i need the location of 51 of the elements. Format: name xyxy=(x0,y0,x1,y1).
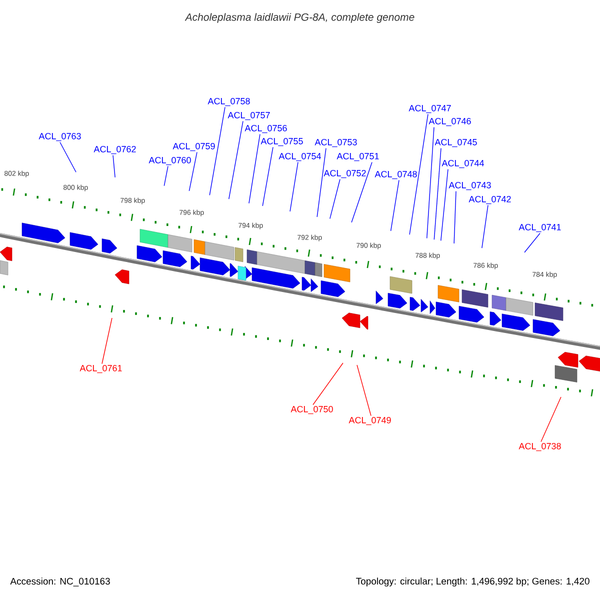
gene-label: ACL_0754 xyxy=(278,152,321,162)
gene-label: ACL_0751 xyxy=(336,152,379,162)
gene-label: ACL_0743 xyxy=(448,182,491,190)
leader-line xyxy=(351,162,372,223)
leader-line xyxy=(312,362,344,406)
leader-line xyxy=(409,114,428,235)
leader-line xyxy=(356,364,372,416)
leader-line xyxy=(434,148,442,240)
gene-label: ACL_0746 xyxy=(428,118,471,126)
gene-label: ACL_0755 xyxy=(260,138,303,146)
leader-line xyxy=(188,152,198,192)
accession-text: Accession: NC_010163 xyxy=(10,578,110,586)
gene-label: ACL_0763 xyxy=(38,132,81,142)
gene-label: ACL_0752 xyxy=(324,170,366,178)
leader-line xyxy=(290,162,298,212)
leader-line xyxy=(454,190,456,244)
leader-line xyxy=(482,204,488,248)
leader-line xyxy=(426,126,434,239)
gene-label: ACL_0758 xyxy=(208,98,250,106)
leader-line xyxy=(390,180,400,232)
gene-label: ACL_0748 xyxy=(374,170,417,180)
leader-line xyxy=(209,106,226,196)
genome-info-text: Topology: circular; Length: 1,496,992 bp; Genes: 1,420 xyxy=(356,578,590,586)
gene-label: ACL_0760 xyxy=(148,156,191,166)
gene-label: ACL_0759 xyxy=(172,142,215,152)
leader-line xyxy=(228,120,244,200)
leader-line xyxy=(262,146,274,206)
leader-line xyxy=(316,148,326,218)
gene-label: ACL_0761 xyxy=(80,364,122,374)
gene-label: ACL_0744 xyxy=(442,160,484,168)
gene-label: ACL_0750 xyxy=(290,406,333,414)
gene-label: ACL_0756 xyxy=(244,124,287,134)
gene-label: ACL_0753 xyxy=(314,138,357,148)
gene-label: ACL_0762 xyxy=(94,146,136,154)
leader-line xyxy=(540,396,562,442)
gene-label: ACL_0745 xyxy=(434,138,477,148)
gene-label: ACL_0749 xyxy=(348,416,391,426)
gene-label: ACL_0741 xyxy=(518,224,561,232)
gene-label: ACL_0742 xyxy=(468,196,511,204)
title: Acholeplasma laidlawii PG-8A, complete genome xyxy=(184,13,414,23)
leader-line xyxy=(330,178,340,220)
leader-line xyxy=(102,318,112,364)
gene-label: ACL_0738 xyxy=(518,442,561,452)
leader-line xyxy=(440,168,448,242)
leader-line xyxy=(524,232,540,253)
leader-line xyxy=(60,142,76,172)
leader-line xyxy=(164,166,168,186)
leader-line xyxy=(248,134,260,204)
gene-label: ACL_0747 xyxy=(408,104,451,114)
gene-label: ACL_0757 xyxy=(228,112,270,120)
leader-line xyxy=(112,154,116,178)
